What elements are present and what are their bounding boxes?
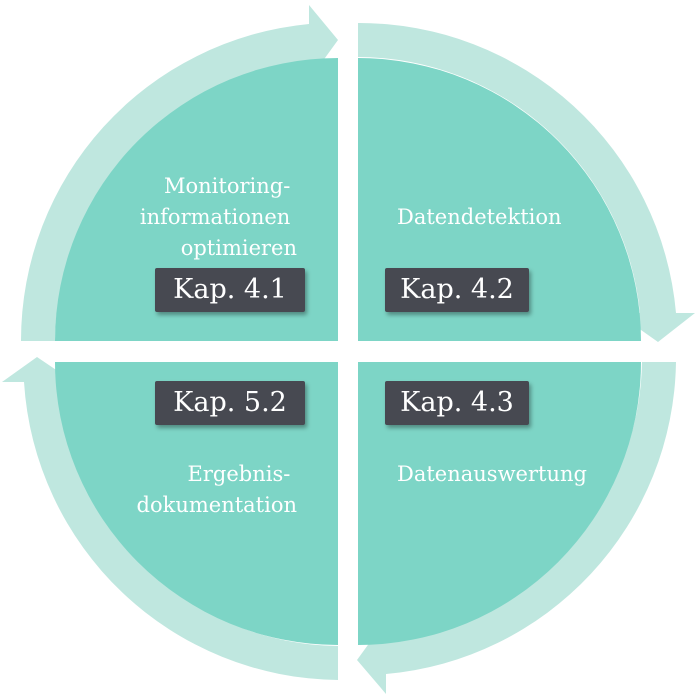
- badge-top-right: Kap. 4.2: [385, 268, 529, 312]
- badge-bottom-left-label: Kap. 5.2: [173, 387, 287, 418]
- arrow-bottom-left: [2, 357, 338, 680]
- bottom-left-line-1: Ergebnis-: [188, 462, 291, 486]
- badge-bottom-right: Kap. 4.3: [385, 381, 529, 425]
- badge-top-left-box: [155, 268, 305, 312]
- badge-bottom-right-box: [385, 381, 529, 425]
- quadrant-texts: Monitoring- informationen optimieren Dat…: [137, 174, 587, 517]
- badge-bottom-right-label: Kap. 4.3: [400, 387, 514, 418]
- quadrants: [55, 58, 641, 645]
- top-left-text: Monitoring- informationen optimieren: [140, 174, 297, 260]
- badge-top-left: Kap. 4.1: [155, 268, 305, 312]
- badge-bottom-left-box: [155, 381, 305, 425]
- chapter-badges: Kap. 4.1 Kap. 4.2 Kap. 4.3 Kap. 5.2: [155, 268, 529, 425]
- top-left-line-1: Monitoring-: [164, 174, 290, 198]
- badge-bottom-left: Kap. 5.2: [155, 381, 305, 425]
- arrow-top-right: [358, 22, 695, 343]
- badge-top-right-box: [385, 268, 529, 312]
- badge-top-left-label: Kap. 4.1: [173, 274, 287, 305]
- quadrant-bottom-right: [358, 362, 641, 645]
- bottom-right-line-1: Datenauswertung: [397, 462, 587, 486]
- cycle-arrows: [2, 5, 695, 694]
- arrow-bottom-right: [357, 362, 676, 694]
- bottom-right-text: Datenauswertung: [397, 462, 587, 486]
- bottom-left-line-2: dokumentation: [137, 493, 297, 517]
- top-left-line-3: optimieren: [181, 236, 297, 260]
- quadrant-bottom-left: [55, 362, 338, 645]
- arrow-top-left: [20, 5, 338, 341]
- bottom-left-text: Ergebnis- dokumentation: [137, 462, 297, 517]
- top-right-line-1: Datendetektion: [397, 205, 562, 229]
- top-left-line-2: informationen: [140, 205, 290, 229]
- badge-top-right-label: Kap. 4.2: [400, 274, 514, 305]
- top-right-text: Datendetektion: [397, 205, 562, 229]
